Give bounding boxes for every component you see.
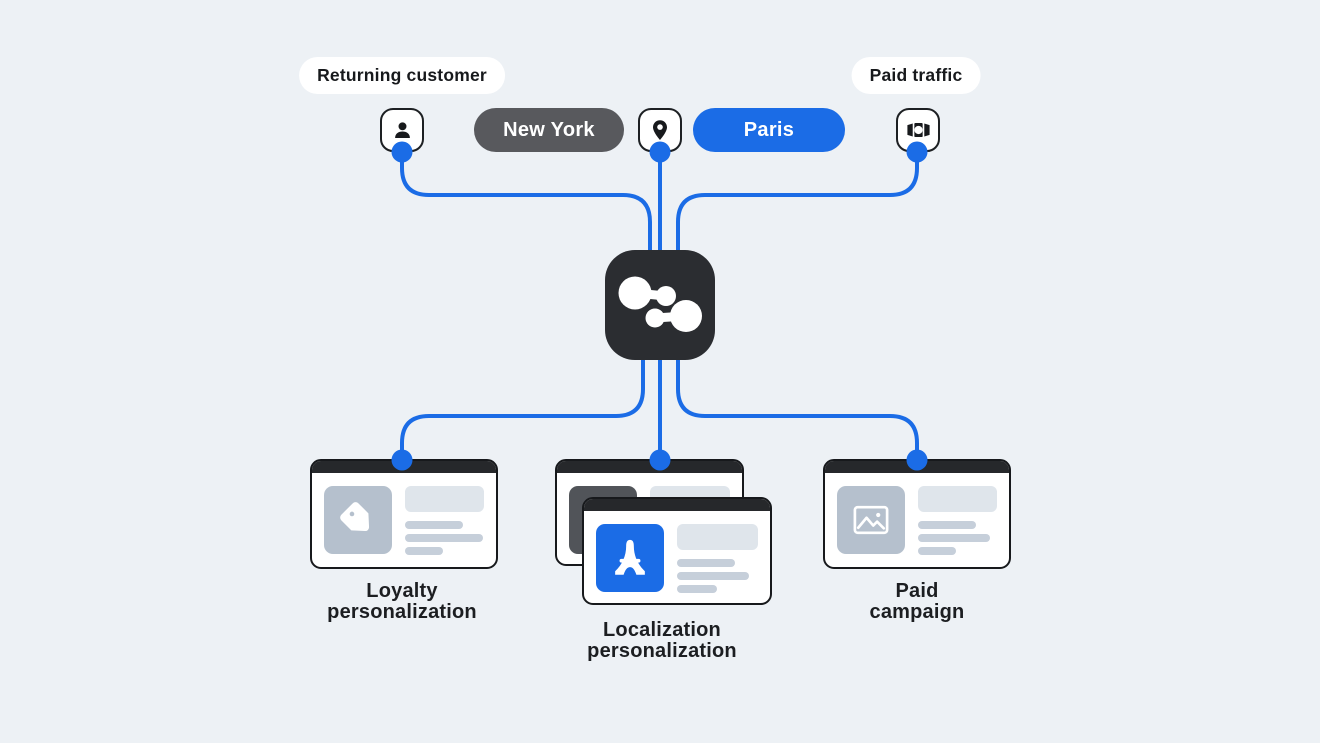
paid-label-line-2: campaign (869, 601, 965, 623)
paid-traffic-label: Paid traffic (851, 57, 981, 94)
localization-front-content (584, 511, 770, 603)
placeholder-block (677, 524, 758, 550)
location-chip (638, 108, 682, 152)
eiffel-tower-icon (615, 539, 645, 575)
wire-engine-to-paid-card (676, 350, 919, 462)
loyalty-card-label: Loyalty personalization (327, 581, 477, 623)
loyalty-card-browser-bar (312, 461, 496, 473)
personalization-engine-node (605, 250, 715, 360)
loyalty-label-line-1: Loyalty (366, 580, 438, 602)
paid-icon-tile (837, 486, 905, 554)
location-pin-icon (653, 120, 667, 140)
localization-front-card (582, 497, 772, 605)
localization-label-line-1: Localization (603, 619, 721, 641)
localization-placeholder-column (677, 524, 758, 593)
new-york-pill: New York (474, 108, 624, 152)
localization-icon-tile (596, 524, 664, 592)
placeholder-line (405, 534, 483, 542)
placeholder-line (918, 534, 990, 542)
paris-pill: Paris (693, 108, 845, 152)
localization-card-label: Localization personalization (587, 620, 737, 662)
person-chip (380, 108, 424, 152)
placeholder-block (918, 486, 997, 512)
returning-customer-label: Returning customer (299, 57, 505, 94)
loyalty-card-content (312, 473, 496, 567)
paid-traffic-chip (896, 108, 940, 152)
localization-label-line-2: personalization (587, 640, 737, 662)
placeholder-line (405, 547, 443, 555)
wire-paid-traffic-to-engine (676, 150, 919, 260)
new-york-text: New York (503, 118, 595, 141)
placeholder-line (677, 585, 717, 593)
localization-back-browser-bar (557, 461, 742, 473)
wire-returning-customer-to-engine (400, 150, 652, 260)
placeholder-line (405, 521, 463, 529)
placeholder-line (918, 521, 976, 529)
loyalty-placeholder-column (405, 486, 484, 555)
placeholder-line (677, 559, 735, 567)
price-tag-icon (340, 502, 370, 532)
banknote-icon (906, 122, 930, 138)
loyalty-label-line-2: personalization (327, 601, 477, 623)
paid-campaign-card (823, 459, 1011, 569)
person-icon (394, 121, 410, 138)
placeholder-block (405, 486, 484, 512)
paid-label-line-1: Paid (895, 580, 939, 602)
placeholder-line (918, 547, 956, 555)
paid-campaign-label: Paid campaign (870, 581, 965, 623)
paid-placeholder-column (918, 486, 997, 555)
paid-card-content (825, 473, 1009, 567)
localization-front-browser-bar (584, 499, 770, 511)
loyalty-icon-tile (324, 486, 392, 554)
paid-traffic-text: Paid traffic (869, 65, 963, 85)
image-icon (853, 505, 889, 535)
loyalty-card (310, 459, 498, 569)
paid-card-browser-bar (825, 461, 1009, 473)
paris-text: Paris (743, 118, 795, 141)
returning-customer-text: Returning customer (317, 65, 487, 85)
wire-engine-to-loyalty-card (400, 350, 645, 462)
placeholder-line (677, 572, 749, 580)
personalization-engine-logo (618, 276, 702, 332)
